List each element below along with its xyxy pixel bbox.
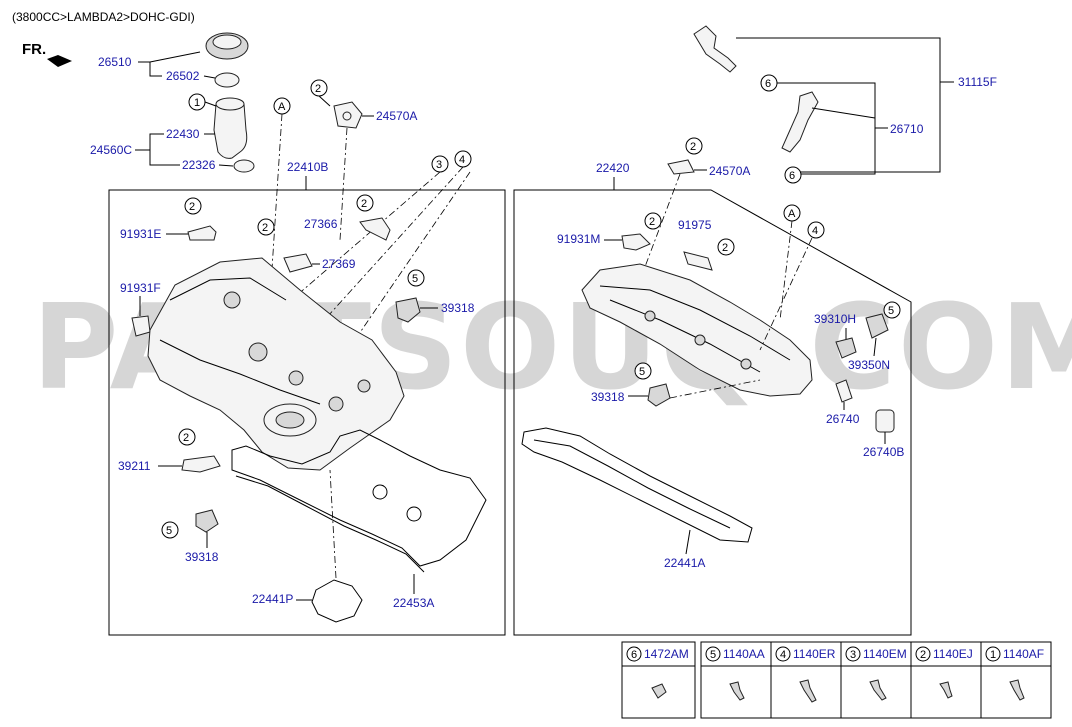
bracket-91975 bbox=[683, 251, 713, 271]
part-label-22441A[interactable]: 22441A bbox=[664, 556, 705, 570]
svg-text:4: 4 bbox=[459, 154, 465, 166]
part-label-39350N[interactable]: 39350N bbox=[848, 358, 890, 372]
legend-code-4[interactable]: 1140EJ bbox=[933, 647, 973, 661]
svg-text:2: 2 bbox=[262, 222, 268, 234]
part-label-26740[interactable]: 26740 bbox=[826, 412, 860, 426]
svg-text:2: 2 bbox=[722, 242, 728, 254]
left-bank-box bbox=[108, 189, 506, 636]
front-arrow-icon bbox=[47, 55, 72, 67]
svg-text:3: 3 bbox=[436, 159, 442, 171]
sensor-39310H bbox=[835, 337, 857, 359]
cap-gasket bbox=[214, 72, 240, 88]
part-label-26502[interactable]: 26502 bbox=[166, 69, 200, 83]
breadcrumb: (3800CC>LAMBDA2>DOHC-GDI) bbox=[12, 10, 195, 24]
svg-text:2: 2 bbox=[649, 216, 655, 228]
part-label-26510[interactable]: 26510 bbox=[98, 55, 132, 69]
part-label-91931E[interactable]: 91931E bbox=[120, 227, 161, 241]
svg-text:5: 5 bbox=[166, 525, 172, 537]
svg-text:4: 4 bbox=[812, 225, 818, 237]
sensor-39318-bottom bbox=[195, 509, 219, 533]
svg-text:2: 2 bbox=[183, 432, 189, 444]
svg-text:5: 5 bbox=[412, 273, 418, 285]
right-rocker-cover bbox=[581, 263, 813, 397]
part-label-39310H[interactable]: 39310H bbox=[814, 312, 856, 326]
part-label-22430[interactable]: 22430 bbox=[166, 127, 200, 141]
bracket-27369 bbox=[283, 253, 313, 273]
part-label-39318-bottom[interactable]: 39318 bbox=[185, 550, 219, 564]
left-rocker-cover bbox=[147, 257, 405, 471]
legend-num-2: 4 bbox=[780, 649, 786, 661]
bolt-1140EJ-icon bbox=[939, 681, 953, 699]
bracket-91931E bbox=[187, 225, 217, 241]
part-label-91931F[interactable]: 91931F bbox=[120, 281, 161, 295]
part-label-22441P[interactable]: 22441P bbox=[252, 592, 293, 606]
part-label-24570A-right[interactable]: 24570A bbox=[709, 164, 750, 178]
svg-text:A: A bbox=[788, 208, 796, 220]
right-bank-box bbox=[513, 189, 912, 636]
svg-text:5: 5 bbox=[888, 305, 894, 317]
legend-num-1: 5 bbox=[710, 649, 716, 661]
svg-text:1: 1 bbox=[194, 97, 200, 109]
legend-code-1[interactable]: 1140AA bbox=[723, 647, 765, 661]
part-label-91931M[interactable]: 91931M bbox=[557, 232, 600, 246]
bolt-1140EM-icon bbox=[869, 679, 887, 701]
sensor-39350N bbox=[865, 313, 889, 339]
legend-num-0: 6 bbox=[631, 649, 637, 661]
svg-text:5: 5 bbox=[639, 366, 645, 378]
bracket-91931M bbox=[621, 233, 651, 251]
svg-text:A: A bbox=[278, 101, 286, 113]
svg-text:2: 2 bbox=[189, 201, 195, 213]
front-direction-label: FR. bbox=[22, 41, 46, 58]
right-cover-gasket bbox=[521, 427, 753, 543]
svg-text:2: 2 bbox=[315, 83, 321, 95]
bolt-1140AA-icon bbox=[729, 681, 745, 701]
part-label-27369[interactable]: 27369 bbox=[322, 257, 356, 271]
bracket-27366 bbox=[359, 217, 391, 241]
bolt-1140ER-icon bbox=[799, 679, 817, 703]
bolt-1140AF-icon bbox=[1009, 679, 1025, 701]
legend-code-3[interactable]: 1140EM bbox=[863, 647, 907, 661]
part-label-26740B[interactable]: 26740B bbox=[863, 445, 904, 459]
part-label-24560C[interactable]: 24560C bbox=[90, 143, 132, 157]
clip-1472AM-icon bbox=[651, 683, 667, 699]
part-label-22326[interactable]: 22326 bbox=[182, 158, 216, 172]
svg-text:6: 6 bbox=[765, 78, 771, 90]
o-ring-22326 bbox=[233, 159, 255, 173]
svg-text:6: 6 bbox=[789, 170, 795, 182]
svg-text:2: 2 bbox=[361, 198, 367, 210]
part-label-39318-right[interactable]: 39318 bbox=[591, 390, 625, 404]
svg-text:2: 2 bbox=[690, 141, 696, 153]
part-label-26710[interactable]: 26710 bbox=[890, 122, 924, 136]
part-label-22453A[interactable]: 22453A bbox=[393, 596, 434, 610]
pcv-hose-lower bbox=[781, 91, 819, 153]
spark-plug-seal-22441P bbox=[311, 579, 363, 623]
part-label-31115F[interactable]: 31115F bbox=[958, 75, 997, 89]
part-label-39318-top[interactable]: 39318 bbox=[441, 301, 475, 315]
legend-num-5: 1 bbox=[990, 649, 996, 661]
part-label-22410B[interactable]: 22410B bbox=[287, 160, 328, 174]
part-label-24570A-left[interactable]: 24570A bbox=[376, 109, 417, 123]
pcv-valve-26740 bbox=[835, 379, 853, 403]
sensor-39318-top bbox=[395, 297, 421, 323]
legend-num-4: 2 bbox=[920, 649, 926, 661]
bracket-39211 bbox=[181, 455, 221, 473]
legend-code-0[interactable]: 1472AM bbox=[644, 647, 689, 661]
part-label-22420[interactable]: 22420 bbox=[596, 161, 630, 175]
legend-code-5[interactable]: 1140AF bbox=[1003, 647, 1044, 661]
legend-num-3: 3 bbox=[850, 649, 856, 661]
legend-code-2[interactable]: 1140ER bbox=[793, 647, 836, 661]
breather-gasket-right bbox=[667, 159, 695, 175]
sensor-39318-right bbox=[647, 383, 671, 407]
pcv-hose-upper bbox=[693, 25, 737, 73]
left-cover-gasket bbox=[231, 429, 487, 567]
grommet-26740B bbox=[875, 409, 895, 433]
part-label-39211[interactable]: 39211 bbox=[118, 459, 151, 473]
fastener-legend: 6 1472AM 5 1140AA 4 1140ER 3 1140EM 2 11… bbox=[621, 641, 1052, 719]
part-label-27366[interactable]: 27366 bbox=[304, 217, 338, 231]
part-label-91975[interactable]: 91975 bbox=[678, 218, 712, 232]
